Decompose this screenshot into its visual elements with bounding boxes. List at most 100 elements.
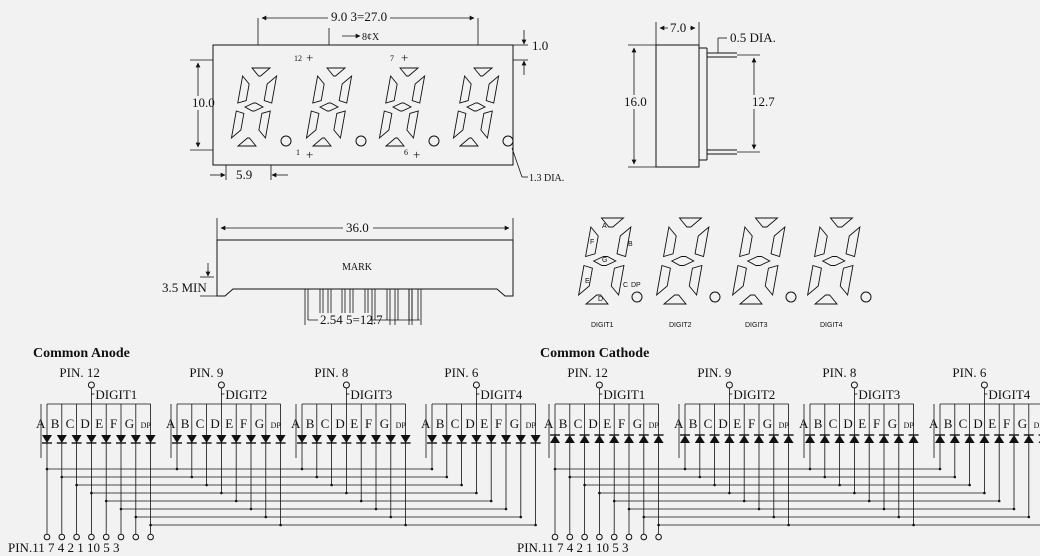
segment-outline: [662, 225, 677, 258]
digit-label: DIGIT2: [733, 387, 775, 402]
plus-mark: +: [401, 50, 408, 65]
pin-terminal: [73, 533, 80, 541]
segment-label: E: [858, 416, 866, 431]
digit-label: DIGIT4: [820, 322, 843, 329]
segment-outline: [600, 217, 625, 228]
led-diode-symbol: [834, 435, 845, 443]
led-diode-symbol: [935, 435, 945, 443]
common-pin-label: PIN. 6: [444, 365, 478, 380]
segment-label: E: [733, 416, 741, 431]
led-diode-symbol: [709, 435, 720, 443]
pin-terminal: [725, 381, 733, 389]
led-diode-symbol: [994, 435, 1005, 443]
digit-label: DIGIT1: [591, 322, 614, 329]
front-pitch-dim: 9.0 3=27.0: [331, 9, 387, 24]
common-pin-label: PIN. 9: [189, 365, 223, 380]
segment-outline: [311, 137, 332, 147]
segment-label: DP: [904, 421, 915, 430]
segment-outline: [338, 74, 353, 104]
led-diode-symbol: [564, 435, 575, 443]
digit-label: DIGIT4: [988, 387, 1030, 402]
segment-outline: [577, 264, 593, 297]
pin-label-6: 6: [404, 148, 408, 157]
led-diode-symbol: [754, 435, 764, 443]
segment-outline: [319, 102, 340, 112]
led-diode-symbol: [949, 435, 960, 443]
side-height-dim: 16.0: [624, 94, 647, 109]
plus-mark: +: [306, 147, 313, 162]
led-diode-symbol: [680, 435, 690, 443]
segment-label: B: [306, 416, 315, 431]
digit-label: DIGIT3: [350, 387, 392, 402]
bottom-view: 36.0 MARK 3.5 MIN 2.54 5=12.7: [162, 218, 514, 327]
pin-terminal: [117, 533, 125, 541]
segment-label: E: [603, 416, 611, 431]
digit-label: DIGIT3: [858, 387, 900, 402]
side-pin-dia: 0.5 DIA.: [730, 30, 776, 45]
side-view: 7.0 0.5 DIA. 16.0 12.7: [624, 20, 776, 168]
segment-outline: [466, 102, 487, 112]
segment-label: D: [210, 416, 219, 431]
segment-label: E: [480, 416, 488, 431]
segment-outline: [655, 264, 671, 297]
segment-outline: [670, 256, 695, 266]
segment-label: D: [465, 416, 474, 431]
led-diode-symbol: [456, 435, 467, 443]
segment-label: G: [763, 416, 772, 431]
led-diode-symbol: [550, 435, 560, 443]
bottom-pitch-dim: 2.54 5=12.7: [320, 312, 383, 327]
plus-mark: +: [413, 147, 420, 162]
led-diode-symbol: [56, 435, 67, 443]
led-diode-symbol: [530, 435, 541, 443]
segment-outline: [764, 264, 779, 297]
segment-outline: [378, 110, 393, 140]
common-pin-label: PIN. 9: [697, 365, 731, 380]
led-diode-symbol: [471, 435, 482, 443]
led-diode-symbol: [694, 435, 705, 443]
front-view: 9.0 3=27.0 8¢X 10.0 5.9 1.3 DIA. 1.0 12 …: [190, 9, 564, 184]
led-diode-symbol: [297, 435, 307, 443]
segment-outline: [458, 137, 479, 147]
pin-terminal: [850, 381, 858, 389]
dp-label: DP: [631, 282, 641, 289]
led-diode-symbol: [579, 435, 590, 443]
digit-label: DIGIT1: [603, 387, 645, 402]
segment-letter-label: F: [590, 239, 594, 246]
pin-terminal: [581, 533, 588, 541]
pin-label-1: 1: [296, 148, 300, 157]
segment-outline: [821, 256, 846, 266]
pin-terminal: [217, 381, 225, 389]
segment-label: C: [574, 416, 583, 431]
led-diode-symbol: [86, 435, 97, 443]
led-diode-symbol: [275, 435, 286, 443]
segment-outline: [263, 74, 278, 104]
segment-label: F: [618, 416, 625, 431]
led-diode-symbol: [101, 435, 112, 443]
segment-outline: [326, 67, 347, 77]
segment-outline: [251, 67, 272, 77]
common-pin-label: PIN. 6: [952, 365, 986, 380]
led-diode-symbol: [341, 435, 352, 443]
led-diode-symbol: [186, 435, 197, 443]
pin-terminal: [43, 533, 51, 541]
led-diode-symbol: [624, 435, 634, 443]
segment-label: B: [814, 416, 823, 431]
segment-label: C: [829, 416, 838, 431]
segment-outline: [244, 102, 265, 112]
segment-outline: [731, 264, 747, 297]
bottom-width-dim: 36.0: [346, 220, 369, 235]
segment-outline: [746, 256, 771, 266]
common-pin-label: PIN. 8: [314, 365, 348, 380]
led-diode-symbol: [326, 435, 337, 443]
front-hole-dim: 1.3 DIA.: [529, 173, 564, 184]
segment-letter-label: C: [623, 282, 628, 289]
led-diode-symbol: [893, 435, 904, 443]
segment-outline: [829, 217, 854, 228]
segment-outline: [616, 225, 632, 258]
pin-terminal: [566, 533, 574, 541]
segment-outline: [678, 217, 703, 228]
segment-label: DP: [396, 421, 407, 430]
segment-outline: [806, 264, 822, 297]
